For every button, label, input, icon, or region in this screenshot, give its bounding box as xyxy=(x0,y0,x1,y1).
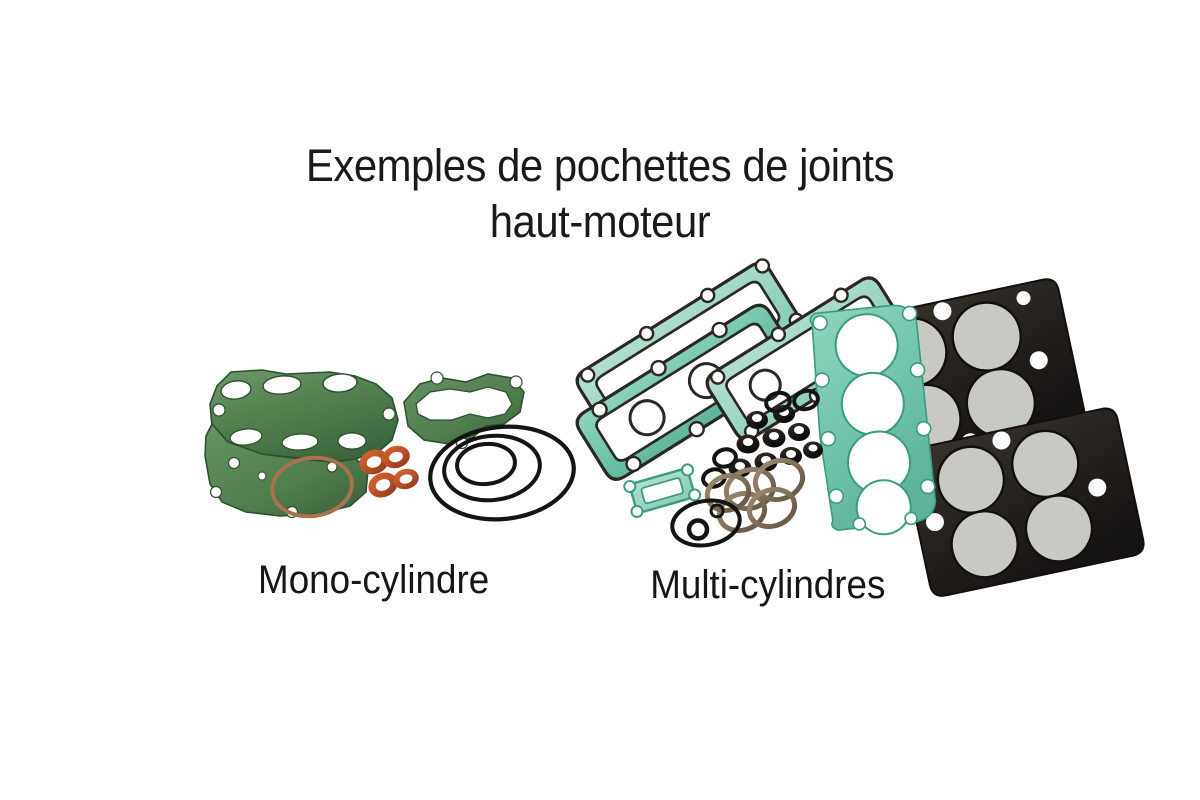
part-valve-cover-gasket-2 xyxy=(575,303,800,481)
valve-stem-seal xyxy=(754,452,778,472)
part-small-o-ring-set xyxy=(701,388,820,489)
valve-stem-seal xyxy=(728,458,752,478)
part-valve-cover-gasket-1 xyxy=(575,258,805,439)
valve-stem-seal xyxy=(773,405,795,423)
part-intake-flange-gasket xyxy=(403,371,525,450)
part-valve-stem-seal-cluster xyxy=(728,405,823,478)
part-multi-bore-head-gasket-dark-upper xyxy=(845,278,1087,471)
part-copper-o-ring xyxy=(270,455,354,519)
valve-stem-seal xyxy=(803,441,823,459)
caption-multi-cylindres: Multi-cylindres xyxy=(650,563,886,607)
caption-mono-cylindre: Mono-cylindre xyxy=(258,558,490,602)
part-cylinder-base-gasket xyxy=(204,369,399,519)
valve-stem-seal xyxy=(736,434,760,454)
part-black-o-ring-set xyxy=(428,424,576,522)
part-multi-bore-head-gasket-dark-lower xyxy=(902,407,1145,597)
part-copper-washer-cluster xyxy=(359,445,419,498)
mono-cylinder-group xyxy=(204,369,576,522)
part-multi-bore-head-gasket-teal xyxy=(809,304,937,536)
page-title: Exemples de pochettes de joints haut-mot… xyxy=(0,138,1200,250)
valve-stem-seal xyxy=(780,447,802,465)
valve-stem-seal xyxy=(746,411,768,429)
multi-cylinder-group xyxy=(575,258,1145,597)
valve-stem-seal xyxy=(762,428,786,448)
part-bronze-piston-ring-set xyxy=(704,457,806,534)
part-valve-cover-gasket-3 xyxy=(705,276,910,441)
page-title-line-1: Exemples de pochettes de joints xyxy=(305,140,895,191)
page-title-line-2: haut-moteur xyxy=(489,196,711,247)
part-small-rect-gasket xyxy=(623,463,702,518)
valve-stem-seal xyxy=(788,423,810,441)
part-oval-cover-gasket xyxy=(670,498,742,548)
